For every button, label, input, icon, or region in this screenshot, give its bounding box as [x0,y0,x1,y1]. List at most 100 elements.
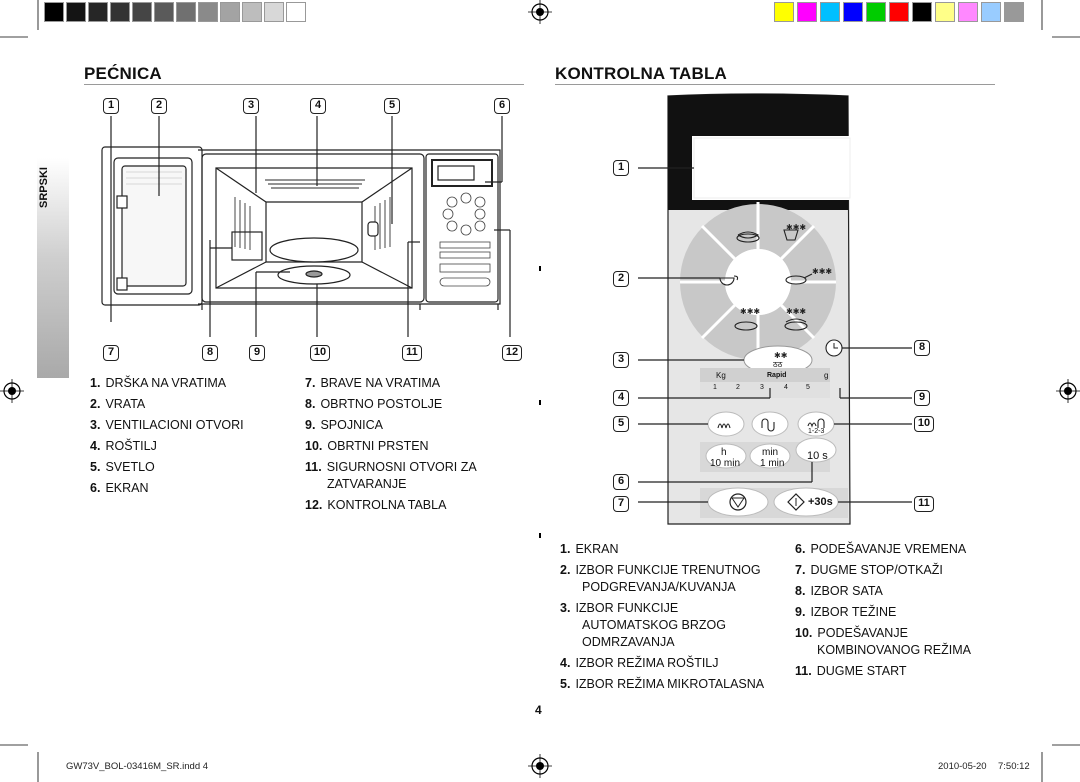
registration-mark-icon [1056,379,1080,403]
ten-sec-label: 10 s [807,450,828,462]
callout-label: 6 [613,474,629,490]
legend-text: IZBOR REŽIMA ROŠTILJ [575,656,719,670]
color-swatch [797,2,817,22]
registration-mark-icon [528,0,552,24]
legend-item: 7.BRAVE NA VRATIMA [305,376,440,391]
legend-text: PODEŠAVANJE VREMENA [810,542,967,556]
legend-text: EKRAN [105,481,149,495]
registration-mark-icon [0,379,24,403]
legend-item: 3.VENTILACIONI OTVORI [90,418,244,433]
legend-item: 11.SIGURNOSNI OTVORI ZA [305,460,477,475]
callout-label: 5 [613,416,629,432]
svg-text:✱✱✱: ✱✱✱ [740,307,760,316]
callout-label: 11 [914,496,934,512]
legend-text: ODMRZAVANJA [582,635,675,649]
control-panel-illustration: ✱✱✱✱✱✱✱✱✱✱✱✱ ✱✱ठठ [638,93,912,525]
legend-number: 7. [305,376,316,390]
legend-text: ROŠTILJ [105,439,157,453]
legend-text: EKRAN [575,542,619,556]
callout-label: 5 [384,98,400,114]
weight-value: 1 [713,384,717,391]
color-swatch [820,2,840,22]
callout-label: 1 [103,98,119,114]
legend-text: SIGURNOSNI OTVORI ZA [326,460,477,474]
legend-item: 10.PODEŠAVANJE [795,626,908,641]
legend-item: 7. DUGME STOP/OTKAŽI [795,563,943,578]
legend-number: 10. [795,626,813,640]
function-dial: ✱✱✱✱✱✱✱✱✱✱✱✱ [680,202,836,362]
weight-value: 2 [736,384,740,391]
legend-number: 2. [90,397,101,411]
svg-text:✱✱: ✱✱ [774,351,788,360]
legend-text: KOMBINOVANOG REŽIMA [817,643,971,657]
color-swatch [176,2,196,22]
legend-number: 8. [305,397,316,411]
legend-item: KOMBINOVANOG REŽIMA [795,643,971,658]
language-tab [37,158,69,378]
title-divider [84,84,524,85]
legend-item: 12. KONTROLNA TABLA [305,498,446,513]
color-swatch [889,2,909,22]
legend-number: 2. [560,563,571,577]
callout-label: 11 [402,345,422,361]
legend-text: IZBOR REŽIMA MIKROTALASNA [575,677,765,691]
legend-item: 3.IZBOR FUNKCIJE [560,601,678,616]
legend-number: 1. [90,376,101,390]
start-button-label: +30s [808,496,833,508]
legend-item: 2. IZBOR FUNKCIJE TRENUTNOG [560,563,761,578]
callout-label: 2 [613,271,629,287]
callout-label: 10 [914,416,934,432]
color-swatch [286,2,306,22]
minute-label: min [762,447,779,458]
color-swatch [66,2,86,22]
legend-item: AUTOMATSKOG BRZOG [560,618,726,633]
legend-text: KONTROLNA TABLA [327,498,447,512]
legend-text: IZBOR FUNKCIJE TRENUTNOG [575,563,761,577]
oven-illustration [101,116,511,337]
hour-label: h [721,447,727,458]
callout-label: 3 [243,98,259,114]
legend-text: OBRTNO POSTOLJE [320,397,443,411]
legend-text: ZATVARANJE [327,477,407,491]
legend-text: DUGME START [816,664,907,678]
language-tab-label: SRPSKI [38,167,50,209]
weight-value: 5 [806,384,810,391]
legend-text: DUGME STOP/OTKAŽI [810,563,943,577]
legend-item: 5.SVETLO [90,460,155,475]
callout-label: 8 [914,340,930,356]
legend-item: 5.IZBOR REŽIMA MIKROTALASNA [560,677,764,692]
one-min-label: 1 min [760,458,785,469]
color-swatch [220,2,240,22]
legend-item: 8. OBRTNO POSTOLJE [305,397,442,412]
color-swatch [774,2,794,22]
legend-number: 7. [795,563,806,577]
start-icon [787,493,805,511]
legend-item: 2.VRATA [90,397,145,412]
control-panel-section-title: KONTROLNA TABLA [555,64,728,83]
color-swatch [132,2,152,22]
legend-number: 4. [90,439,101,453]
legend-item: ODMRZAVANJA [560,635,675,650]
page-number: 4 [535,703,542,717]
callout-label: 7 [103,345,119,361]
color-swatch [44,2,64,22]
legend-number: 11. [795,664,812,678]
callout-label: 3 [613,352,629,368]
legend-item: 11. DUGME START [795,664,907,679]
color-swatch [88,2,108,22]
oven-section-title: PEĆNICA [84,64,162,83]
color-swatch [866,2,886,22]
weight-value: 4 [784,384,788,391]
callout-label: 8 [202,345,218,361]
legend-text: PODGREVANJA/KUVANJA [582,580,736,594]
legend-number: 12. [305,498,323,512]
legend-text: SPOJNICA [320,418,383,432]
legend-item: 6.PODEŠAVANJE VREMENA [795,542,966,557]
color-swatch [154,2,174,22]
color-swatch [981,2,1001,22]
legend-item: 8.IZBOR SATA [795,584,883,599]
rapid-label: Rapid [767,372,787,379]
